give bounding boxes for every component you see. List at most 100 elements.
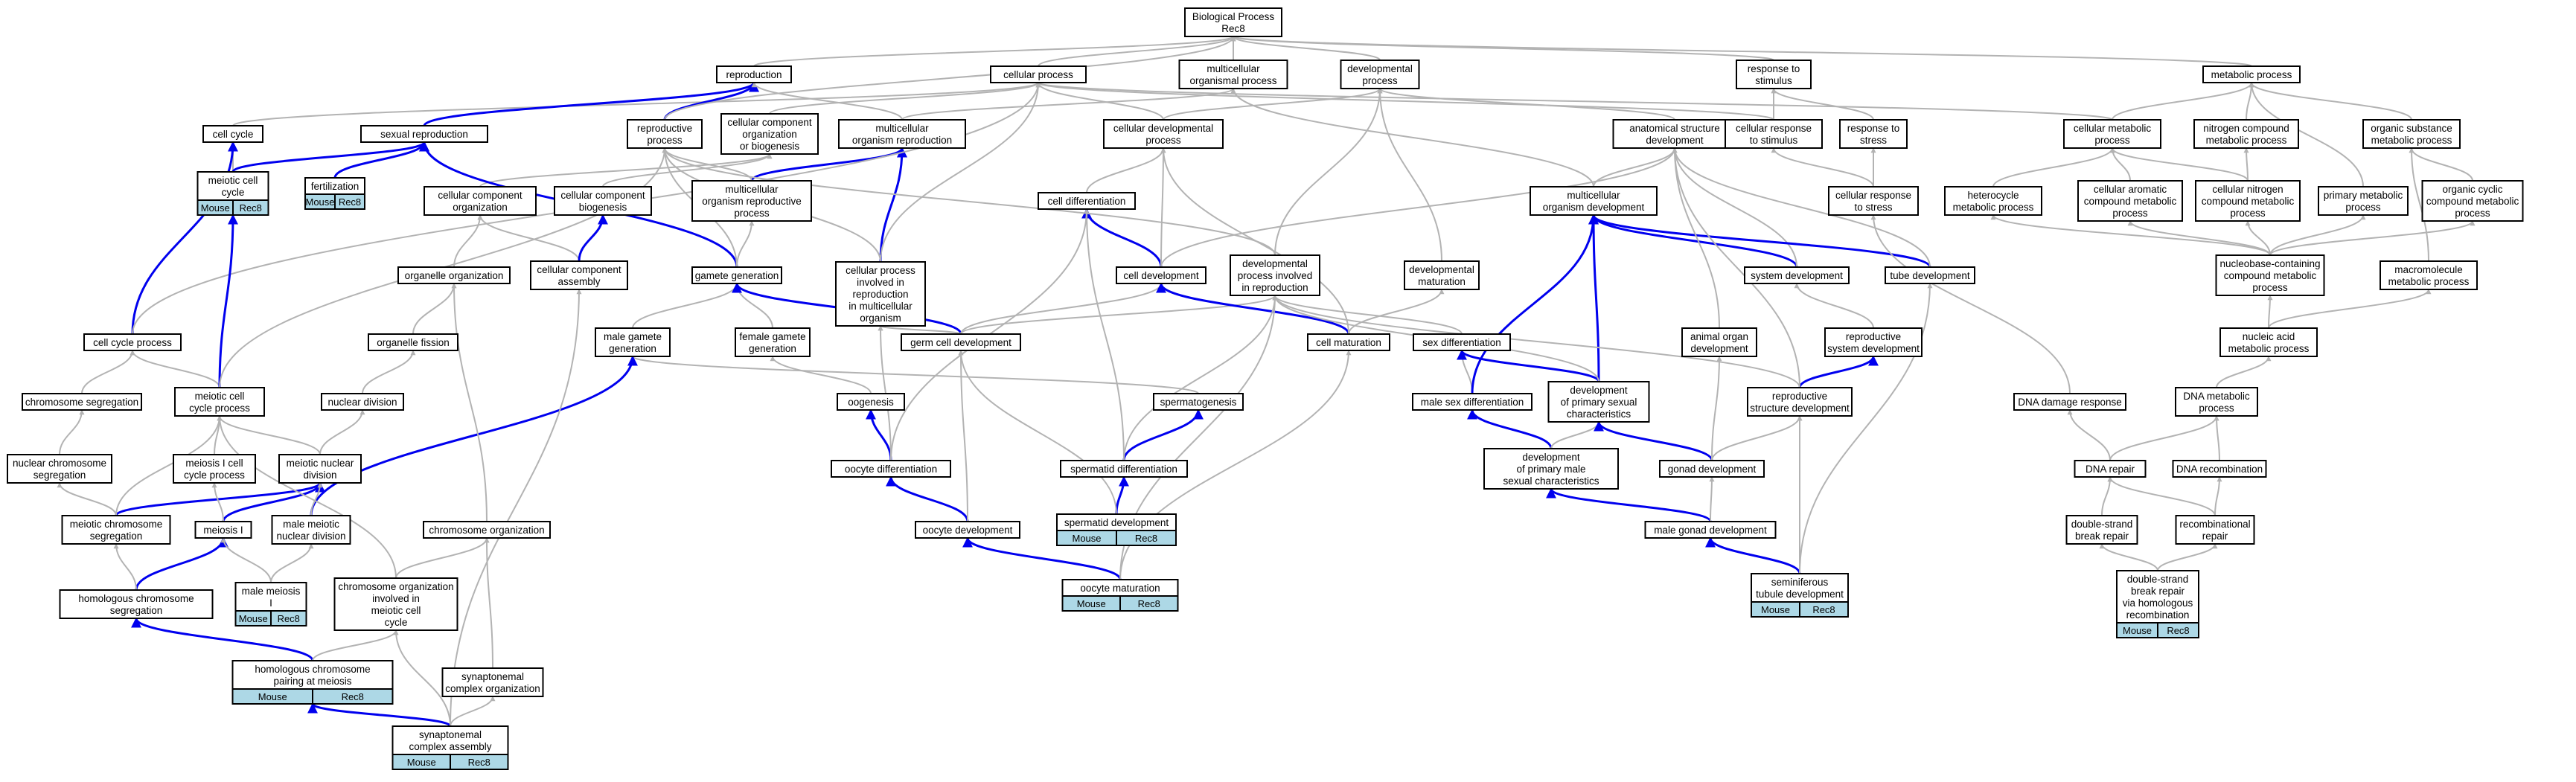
go-term-node[interactable]: sex differentiation (1413, 333, 1511, 351)
go-term-node[interactable]: chromosome organization (423, 521, 551, 539)
go-term-node[interactable]: system development (1744, 266, 1850, 284)
go-term-label-line: metabolic process (2211, 69, 2292, 80)
go-term-node[interactable]: gonad development (1659, 460, 1765, 478)
go-term-node[interactable]: organelle organization (397, 266, 511, 284)
go-term-node[interactable]: DNA damage response (2013, 393, 2126, 411)
go-term-node[interactable]: oogenesis (837, 393, 905, 411)
annotation-gene-cell (312, 688, 394, 705)
go-term-node[interactable]: DNA repair (2074, 460, 2147, 478)
go-term-node[interactable]: cell cycle process (83, 333, 182, 351)
go-term-node[interactable]: oocyte development (915, 521, 1020, 539)
go-term-node[interactable]: cellular process (990, 65, 1087, 83)
go-term-node[interactable]: metabolic process (2202, 65, 2301, 83)
is-a-edge (1160, 147, 1678, 268)
is-a-edge (130, 350, 220, 388)
go-term-node[interactable]: oocyte differentiation (831, 460, 951, 478)
go-term-node[interactable]: germ cell development (901, 333, 1021, 351)
go-term-box (2215, 254, 2325, 296)
go-term-node[interactable]: tube development (1885, 266, 1975, 284)
go-term-node[interactable]: spermatogenesis (1153, 393, 1244, 411)
go-term-node[interactable]: meiosis I (194, 521, 252, 539)
go-term-node[interactable]: cell cycle (202, 125, 263, 143)
go-term-node[interactable]: nuclear division (321, 393, 404, 411)
go-term-node[interactable]: male sex differentiation (1412, 393, 1533, 411)
go-term-node[interactable]: gamete generation (691, 266, 782, 284)
go-term-node[interactable]: DNA recombination (2172, 460, 2267, 478)
go-term-node[interactable]: cell development (1116, 266, 1206, 284)
is-a-edge (958, 350, 968, 522)
go-term-node[interactable]: organelle fission (368, 333, 458, 351)
go-term-box (1103, 119, 1224, 149)
go-term-node[interactable]: chromosome segregation (22, 393, 142, 411)
go-term-node[interactable]: cell maturation (1307, 333, 1390, 351)
go-term-node[interactable]: cell differentiation (1038, 192, 1136, 210)
is-a-edge (1123, 295, 1278, 461)
go-term-node[interactable]: spermatid differentiation (1060, 460, 1188, 478)
go-term-node[interactable]: male gonad development (1644, 521, 1777, 539)
go-term-node[interactable]: reproduction (716, 65, 792, 83)
go-term-box (1060, 460, 1188, 478)
go-term-node[interactable]: sexual reproduction (360, 125, 488, 143)
